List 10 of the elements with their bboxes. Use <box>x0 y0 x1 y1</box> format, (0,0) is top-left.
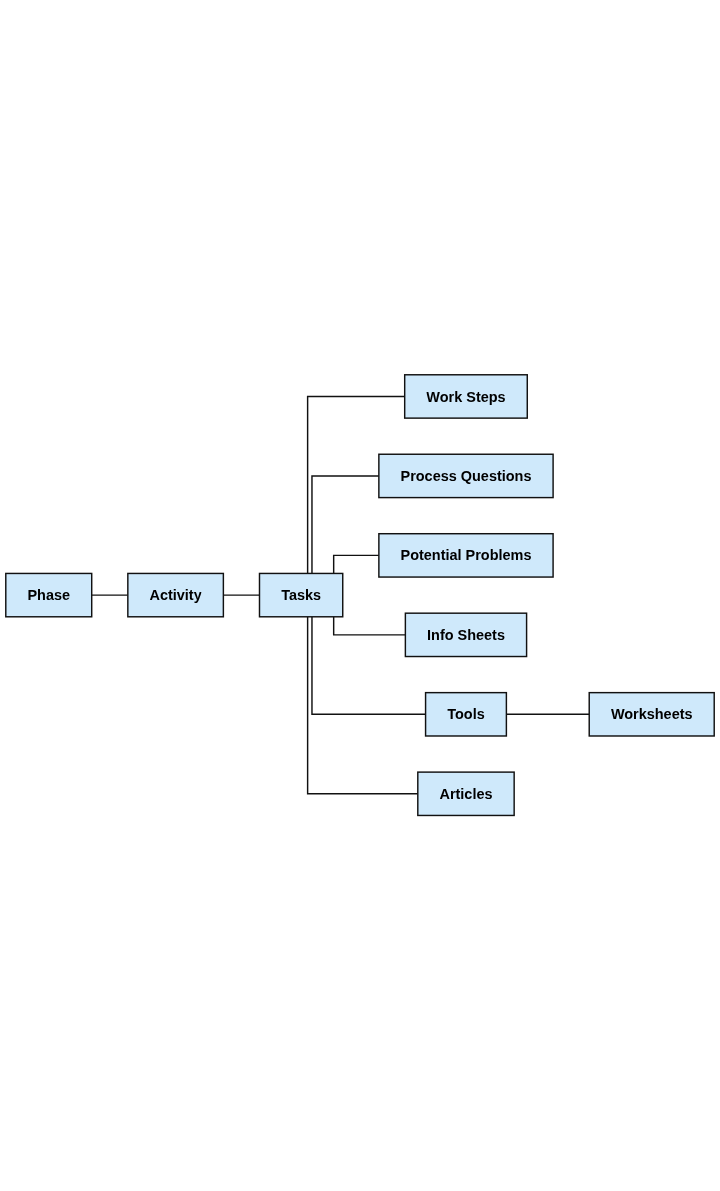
node-box: Worksheets <box>588 692 715 738</box>
node-box: Activity <box>127 573 225 618</box>
node-box: Process Questions <box>378 453 554 499</box>
node-box: Articles <box>417 771 515 817</box>
node-box: Phase <box>5 573 93 618</box>
node-box: Tools <box>424 692 508 738</box>
node-box: Tasks <box>258 573 344 618</box>
node-box: Potential Problems <box>378 533 554 579</box>
node-box: Info Sheets <box>404 612 528 658</box>
node-box: Work Steps <box>403 374 528 420</box>
